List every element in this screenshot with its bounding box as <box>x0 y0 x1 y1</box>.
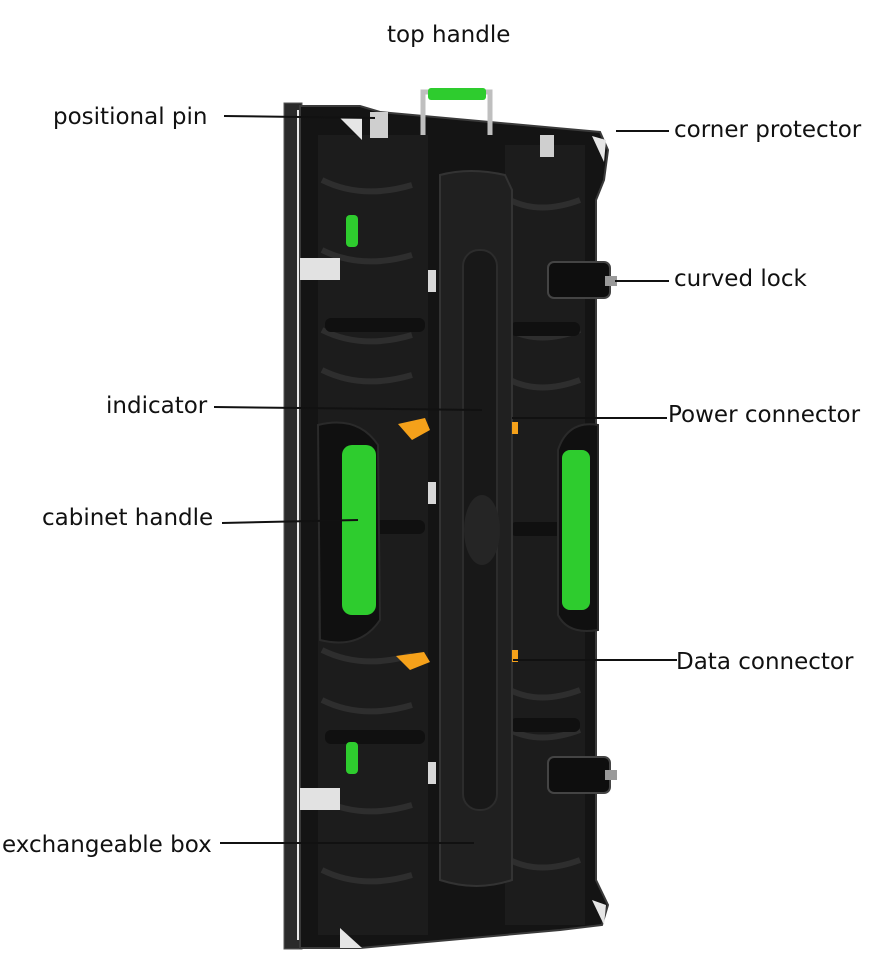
curved-lock-top-bolt <box>605 276 617 286</box>
corner-protector-top-right <box>592 136 606 162</box>
top-handle-grip <box>428 88 486 100</box>
leader-positional-pin <box>223 115 376 119</box>
cabinet-handle-right <box>562 450 590 610</box>
label-indicator: indicator <box>106 393 208 419</box>
side-bracket-top <box>300 258 340 280</box>
green-pin-top <box>346 215 358 247</box>
data-connector-orange <box>396 652 430 670</box>
leader-indicator <box>213 406 483 411</box>
curved-lock-bottom <box>547 756 611 794</box>
positional-pin-top <box>370 112 388 138</box>
cabinet-handle-left <box>342 445 376 615</box>
label-cabinet-handle: cabinet handle <box>42 505 214 531</box>
label-exchangeable-box: exchangeable box <box>2 832 212 858</box>
curved-lock-bottom-bolt <box>605 770 617 780</box>
spine-latches <box>428 270 436 784</box>
leader-cabinet-handle <box>221 519 359 524</box>
power-connector-side <box>512 422 518 434</box>
green-pin-bottom <box>346 742 358 774</box>
label-data-connector: Data connector <box>676 649 854 675</box>
power-connector-orange <box>398 418 430 440</box>
label-positional-pin: positional pin <box>53 104 208 130</box>
label-top-handle: top handle <box>387 22 511 48</box>
positional-pin-right <box>540 135 554 157</box>
side-bracket-bottom <box>300 788 340 810</box>
corner-protector-bottom-right <box>592 900 606 925</box>
box-center-knob <box>464 495 500 565</box>
label-power-connector: Power connector <box>668 402 861 428</box>
curved-lock-top <box>547 261 611 299</box>
corner-protector-bottom-left <box>340 928 362 948</box>
label-curved-lock: curved lock <box>674 266 807 292</box>
corner-protector-top-left <box>340 118 362 140</box>
label-corner-protector: corner protector <box>674 117 862 143</box>
data-connector-side <box>512 650 518 662</box>
